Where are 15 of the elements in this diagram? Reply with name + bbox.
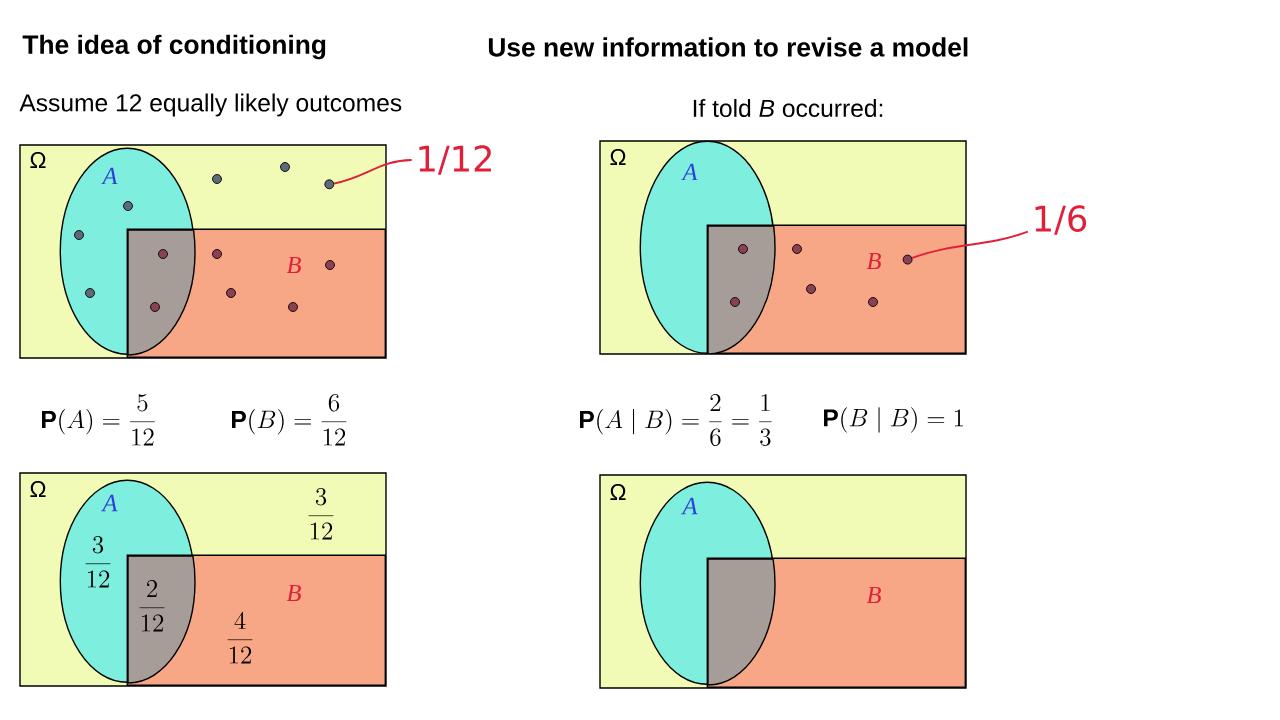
slide-title: The idea of conditioning (22, 34, 326, 60)
note-text: If told B occurred: (693, 98, 883, 118)
leader-line (333, 159, 413, 185)
formula: $\mathbf{P}(B)=\frac{6}{12}$ (232, 394, 347, 446)
leader-line (911, 230, 1029, 259)
region-fraction: $\frac{2}{12}$ (139, 580, 165, 632)
slide-subtitle: Use new information to revise a model (488, 37, 968, 57)
note-text: Assume 12 equally likely outcomes (19, 93, 402, 117)
handwritten-note: 1/12 (419, 145, 491, 175)
region-fraction: $\frac{3}{12}$ (85, 536, 111, 588)
formula: $\mathbf{P}(B\mid B)=1$ (824, 407, 963, 433)
region-fraction: $\frac{4}{12}$ (227, 611, 253, 664)
formula: $\mathbf{P}(A)=\frac{5}{12}$ (42, 394, 155, 446)
formula: $\mathbf{P}(A\mid B)=\frac{2}{6}=\frac{1}{3}$ (580, 394, 772, 446)
handwritten-note: 1/6 (1035, 205, 1087, 235)
